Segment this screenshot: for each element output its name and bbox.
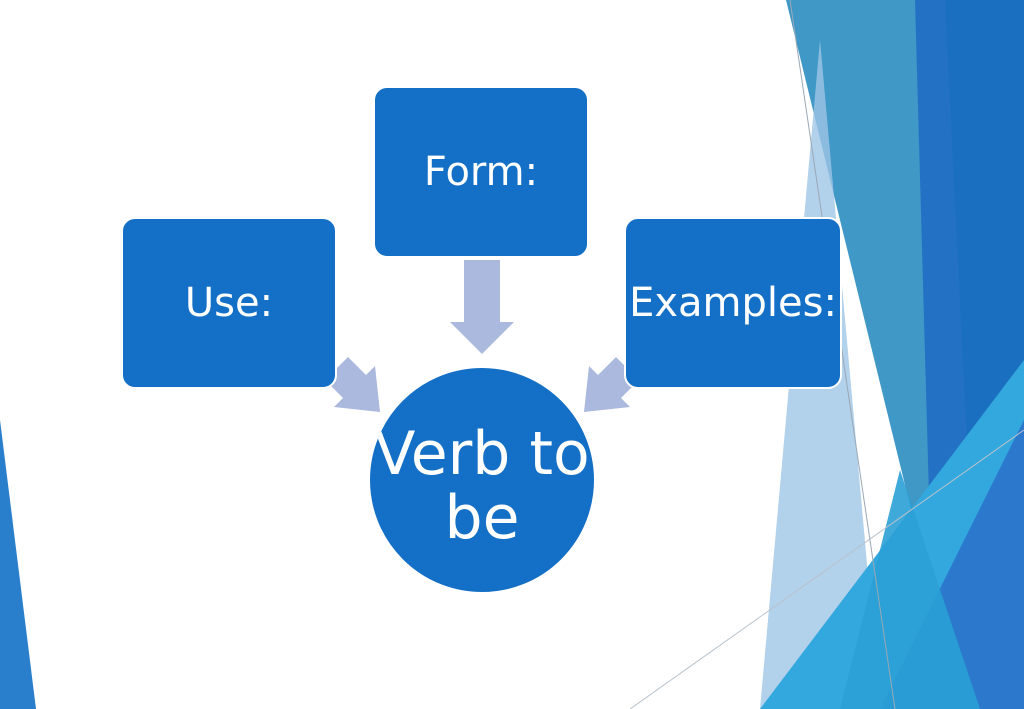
node-use-label: Use:: [184, 280, 274, 326]
node-use: Use:: [121, 217, 337, 389]
right-shape-cyan: [840, 470, 980, 709]
center-node-verb-to-be: Verb to be: [368, 366, 596, 594]
decorative-line-1: [789, 0, 896, 709]
node-form-label: Form:: [423, 149, 539, 195]
left-edge-shape: [0, 420, 36, 709]
decorative-line-2: [629, 429, 1024, 709]
node-examples: Examples:: [624, 217, 842, 389]
node-form: Form:: [373, 86, 589, 258]
node-examples-label: Examples:: [629, 280, 837, 326]
center-node-label: Verb to be: [374, 418, 590, 553]
